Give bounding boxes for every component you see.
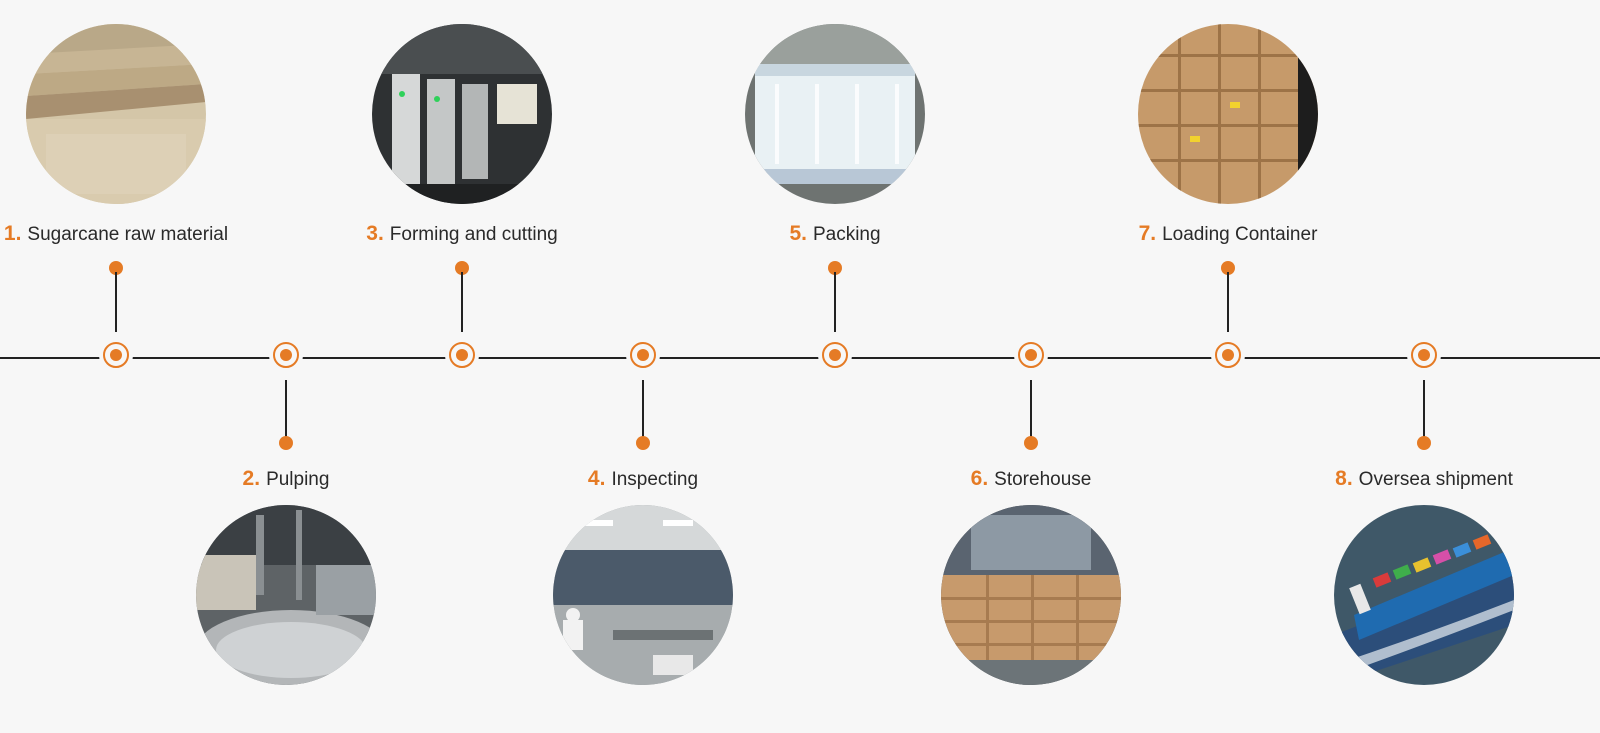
step-7-photo: [1138, 24, 1318, 204]
step-8-stem: [1423, 380, 1425, 440]
step-5-node: [818, 338, 852, 372]
step-5-photo: [745, 24, 925, 204]
step-1-photo: [26, 24, 206, 204]
step-5-stem: [834, 272, 836, 332]
step-4-label: 4.Inspecting: [587, 467, 699, 490]
step-1-label: 1.Sugarcane raw material: [3, 222, 229, 245]
step-3-end-dot: [455, 261, 469, 275]
step-3-node: [445, 338, 479, 372]
step-6-end-dot: [1024, 436, 1038, 450]
step-6-stem: [1030, 380, 1032, 440]
step-8-photo: [1334, 505, 1514, 685]
step-5-label: 5.Packing: [789, 222, 881, 245]
step-4-photo: [553, 505, 733, 685]
step-4-node: [626, 338, 660, 372]
step-5-end-dot: [828, 261, 842, 275]
step-4-stem: [642, 380, 644, 440]
step-1-node: [99, 338, 133, 372]
step-8-label: 8.Oversea shipment: [1335, 467, 1513, 490]
step-1-end-dot: [109, 261, 123, 275]
step-3-photo: [372, 24, 552, 204]
step-2-end-dot: [279, 436, 293, 450]
step-7-stem: [1227, 272, 1229, 332]
step-4-end-dot: [636, 436, 650, 450]
step-2-label: 2.Pulping: [242, 467, 330, 490]
step-2-node: [269, 338, 303, 372]
step-7-node: [1211, 338, 1245, 372]
step-2-stem: [285, 380, 287, 440]
timeline-line: [0, 357, 1600, 359]
step-6-label: 6.Storehouse: [970, 467, 1092, 490]
step-3-label: 3.Forming and cutting: [366, 222, 558, 245]
step-1-stem: [115, 272, 117, 332]
step-8-end-dot: [1417, 436, 1431, 450]
step-2-photo: [196, 505, 376, 685]
step-8-node: [1407, 338, 1441, 372]
step-6-photo: [941, 505, 1121, 685]
step-3-stem: [461, 272, 463, 332]
step-7-end-dot: [1221, 261, 1235, 275]
step-7-label: 7.Loading Container: [1138, 222, 1318, 245]
step-6-node: [1014, 338, 1048, 372]
